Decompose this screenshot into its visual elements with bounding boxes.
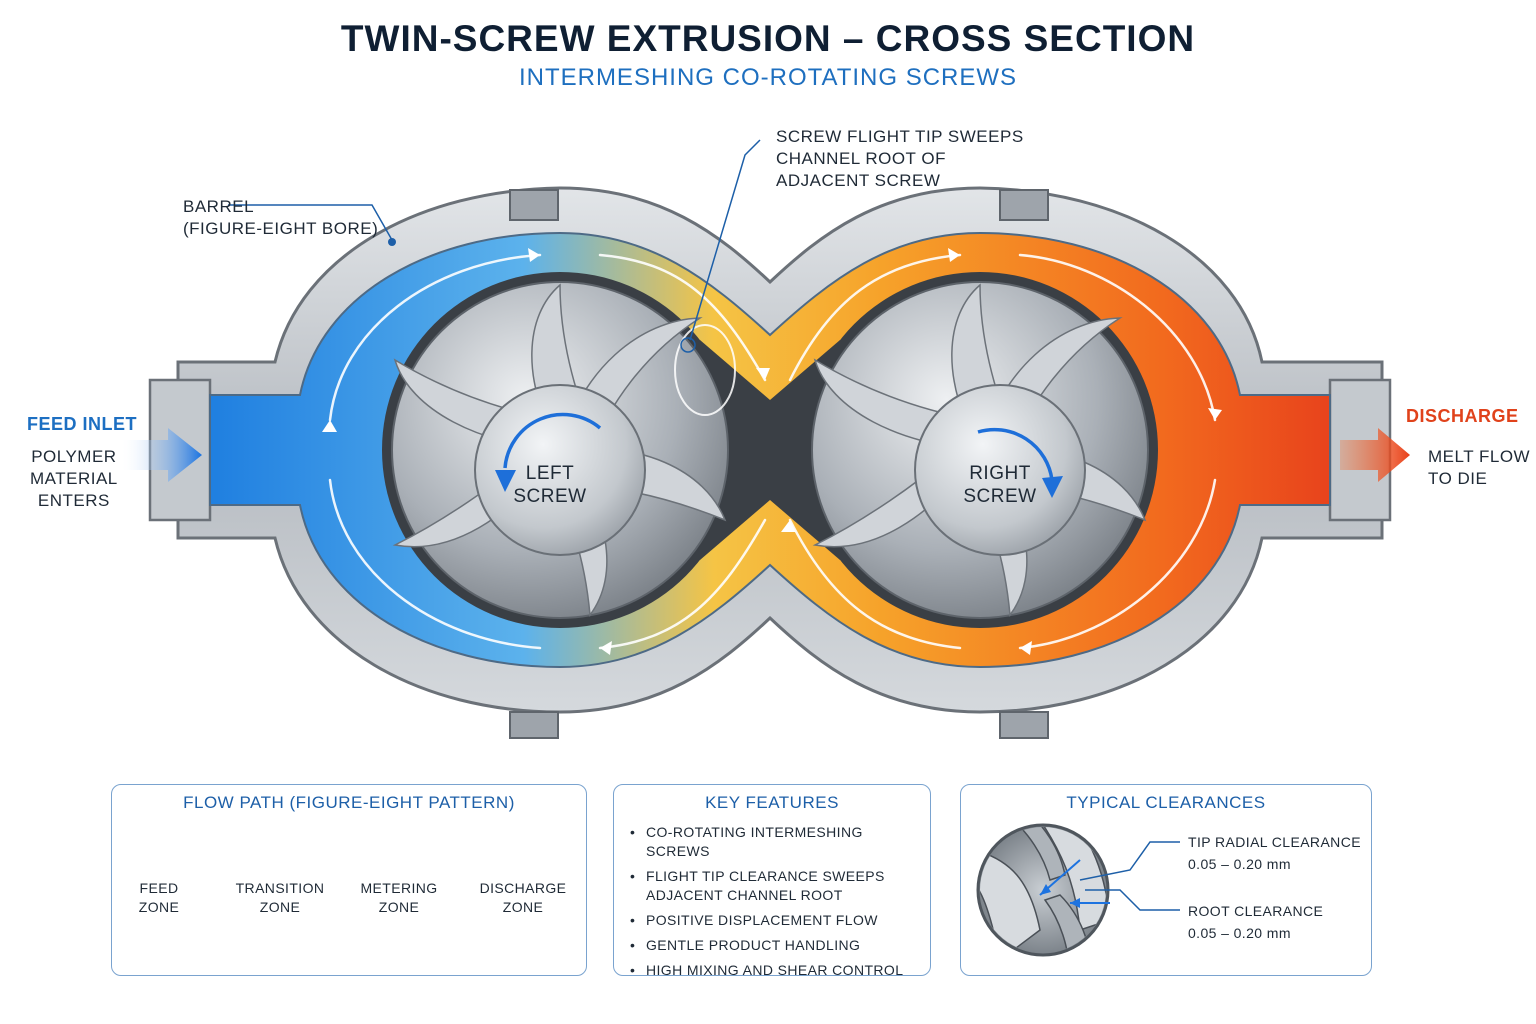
barrel-label-line2: (FIGURE-EIGHT BORE) — [183, 219, 379, 238]
zone-feed-line2: ZONE — [138, 899, 180, 915]
zone-feed-line1: FEED — [139, 880, 179, 896]
feed-line3: ENTERS — [37, 491, 110, 510]
root-clearance-info: ROOT CLEARANCE 0.05 – 0.20 mm — [1188, 900, 1323, 944]
feature-list: •CO-ROTATING INTERMESHING SCREWS •FLIGHT… — [630, 823, 930, 986]
zone-transition-line2: ZONE — [259, 899, 301, 915]
barrel-label-line1: BARREL — [183, 197, 255, 216]
zone-discharge-line2: ZONE — [502, 899, 544, 915]
feature-item: •CO-ROTATING INTERMESHING SCREWS — [630, 824, 863, 859]
discharge-description: MELT FLOW TO DIE — [1428, 446, 1530, 490]
feature-item: •POSITIVE DISPLACEMENT FLOW — [630, 912, 878, 928]
feature-item: •GENTLE PRODUCT HANDLING — [630, 937, 861, 953]
zone-transition: TRANSITION ZONE — [225, 879, 335, 917]
tip-clearance-info: TIP RADIAL CLEARANCE 0.05 – 0.20 mm — [1188, 831, 1361, 875]
intermesh-highlight — [674, 324, 736, 416]
flow-path-title: FLOW PATH (FIGURE-EIGHT PATTERN) — [183, 793, 515, 812]
left-screw-line1: LEFT — [525, 463, 575, 484]
flow-path-panel: FLOW PATH (FIGURE-EIGHT PATTERN) FEED ZO… — [111, 784, 587, 976]
tip-clearance-leader — [1079, 841, 1180, 881]
barrel-label: BARREL (FIGURE-EIGHT BORE) — [183, 196, 378, 240]
right-screw-line1: RIGHT — [969, 463, 1031, 484]
zone-discharge: DISCHARGE ZONE — [468, 879, 578, 917]
key-features-panel: KEY FEATURES •CO-ROTATING INTERMESHING S… — [613, 784, 931, 978]
tip-callout-line3: ADJACENT SCREW — [776, 171, 941, 190]
right-screw-label: RIGHT SCREW — [950, 462, 1050, 508]
page-title: TWIN-SCREW EXTRUSION – CROSS SECTION — [340, 18, 1196, 59]
tip-callout-line2: CHANNEL ROOT OF — [776, 149, 946, 168]
right-screw-line2: SCREW — [963, 486, 1037, 507]
clearances-panel: TYPICAL CLEARANCES — [960, 784, 1372, 976]
zone-metering-line1: METERING — [360, 880, 438, 896]
root-clearance-leader — [1085, 889, 1180, 911]
discharge-title: DISCHARGE — [1406, 406, 1519, 426]
left-screw-line2: SCREW — [513, 486, 587, 507]
tip-clearance-value: 0.05 – 0.20 mm — [1188, 856, 1291, 872]
discharge-arrow-icon — [1340, 428, 1410, 482]
feature-item: •HIGH MIXING AND SHEAR CONTROL — [630, 962, 904, 978]
zone-discharge-line1: DISCHARGE — [479, 880, 567, 896]
zone-transition-line1: TRANSITION — [235, 880, 325, 896]
clearances-title: TYPICAL CLEARANCES — [1066, 793, 1266, 812]
zone-metering: METERING ZONE — [344, 879, 454, 917]
tip-sweep-callout: SCREW FLIGHT TIP SWEEPS CHANNEL ROOT OF … — [776, 126, 1024, 192]
feed-inlet-description: POLYMER MATERIAL ENTERS — [30, 446, 118, 512]
tip-callout-line1: SCREW FLIGHT TIP SWEEPS — [776, 127, 1024, 146]
left-screw — [391, 281, 729, 619]
feed-arrow-icon — [120, 428, 202, 482]
tip-leader — [689, 139, 761, 341]
left-screw-label: LEFT SCREW — [500, 462, 600, 508]
clearance-detail-view — [976, 823, 1110, 957]
zone-metering-line2: ZONE — [378, 899, 420, 915]
discharge-line1: MELT FLOW — [1428, 447, 1531, 466]
root-clearance-label: ROOT CLEARANCE — [1188, 903, 1324, 919]
page-subtitle: INTERMESHING CO-ROTATING SCREWS — [518, 64, 1018, 91]
right-screw — [811, 281, 1149, 619]
key-features-title: KEY FEATURES — [705, 793, 839, 812]
barrel-leader — [228, 204, 393, 241]
feed-line1: POLYMER — [31, 447, 117, 466]
tip-clearance-label: TIP RADIAL CLEARANCE — [1188, 834, 1361, 850]
zone-feed: FEED ZONE — [104, 879, 214, 917]
discharge-line2: TO DIE — [1428, 469, 1488, 488]
feed-line2: MATERIAL — [30, 469, 118, 488]
root-clearance-value: 0.05 – 0.20 mm — [1188, 925, 1291, 941]
feed-inlet-title: FEED INLET — [27, 414, 138, 434]
